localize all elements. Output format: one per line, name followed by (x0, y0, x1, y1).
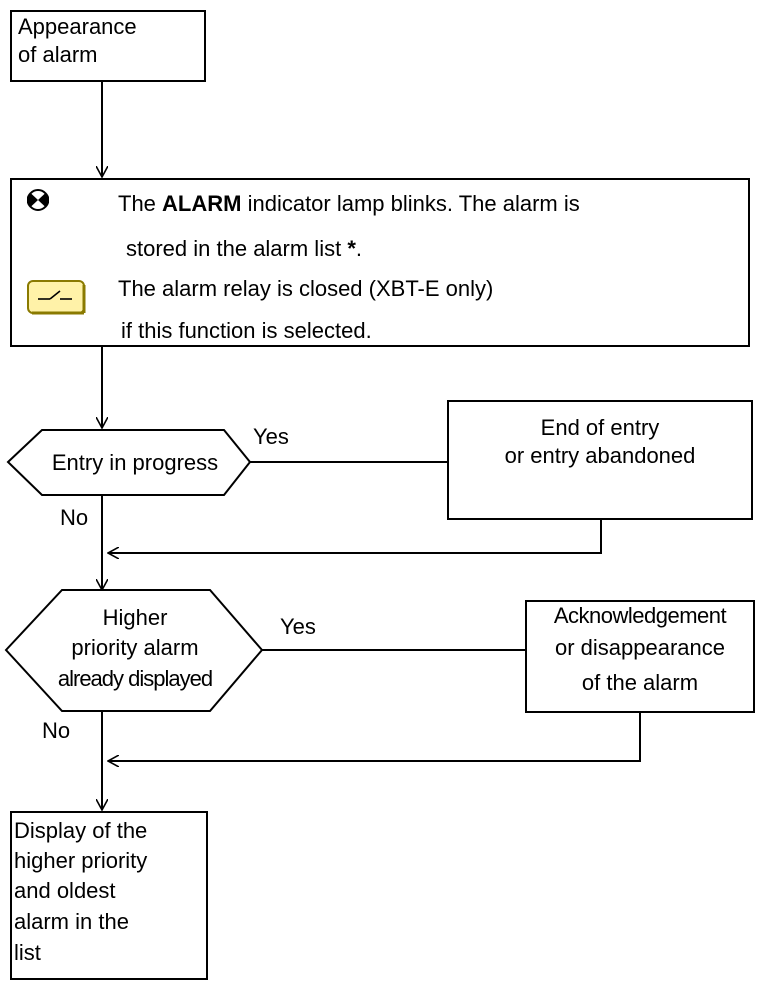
ack-node (525, 600, 755, 713)
relay-text-line-2: if this function is selected. (121, 318, 372, 343)
start-node (10, 10, 206, 82)
start-text-line-1: Appearance (18, 14, 137, 39)
display-line-1: Display of the (14, 818, 148, 843)
display-node (10, 811, 208, 980)
display-line-5: list (14, 940, 41, 965)
lamp-text-suffix: indicator lamp blinks. The alarm is (241, 191, 580, 216)
end-entry-node (447, 400, 753, 520)
lamp-text-line-1: The ALARM indicator lamp blinks. The ala… (118, 191, 580, 217)
edge-label-yes-1: Yes (253, 424, 289, 449)
decision-priority-line-1: Higher (102, 605, 168, 630)
edge-label-no-2: No (42, 718, 71, 743)
decision-entry-label: Entry in progress (51, 450, 219, 475)
lamp-text-2-prefix: stored in the alarm list (126, 236, 348, 261)
line-end-entry-return (108, 520, 602, 553)
footnote-star: * (347, 236, 356, 261)
edge-label-yes-2: Yes (280, 614, 316, 639)
relay-switch-icon (26, 279, 88, 315)
end-entry-line-2: or entry abandoned (504, 443, 696, 468)
decision-priority-line-3: already displayed (57, 666, 213, 691)
decision-priority-shape (4, 589, 264, 712)
alarm-keyword: ALARM (162, 191, 242, 216)
end-entry-line-1: End of entry (540, 415, 660, 440)
ack-line-3: of the alarm (581, 670, 699, 695)
ack-line-1: Acknowledgement (553, 603, 727, 628)
lamp-text-prefix: The (118, 191, 163, 216)
lamp-text-line-2: stored in the alarm list *. (126, 236, 362, 262)
display-line-3: and oldest (14, 878, 116, 903)
edge-label-no-1: No (60, 505, 89, 530)
display-line-2: higher priority (14, 848, 148, 873)
ack-line-2: or disappearance (554, 635, 725, 660)
action-node (10, 178, 750, 347)
lamp-text-2-suffix: . (355, 236, 362, 261)
decision-priority-line-2: priority alarm (71, 635, 199, 660)
start-text-line-2: of alarm (18, 42, 98, 67)
relay-text-line-1: The alarm relay is closed (XBT-E only) (118, 276, 494, 301)
line-ack-return (108, 713, 641, 761)
display-line-4: alarm in the (14, 909, 129, 934)
decision-entry-shape (6, 429, 252, 496)
indicator-lamp-icon (26, 189, 50, 211)
